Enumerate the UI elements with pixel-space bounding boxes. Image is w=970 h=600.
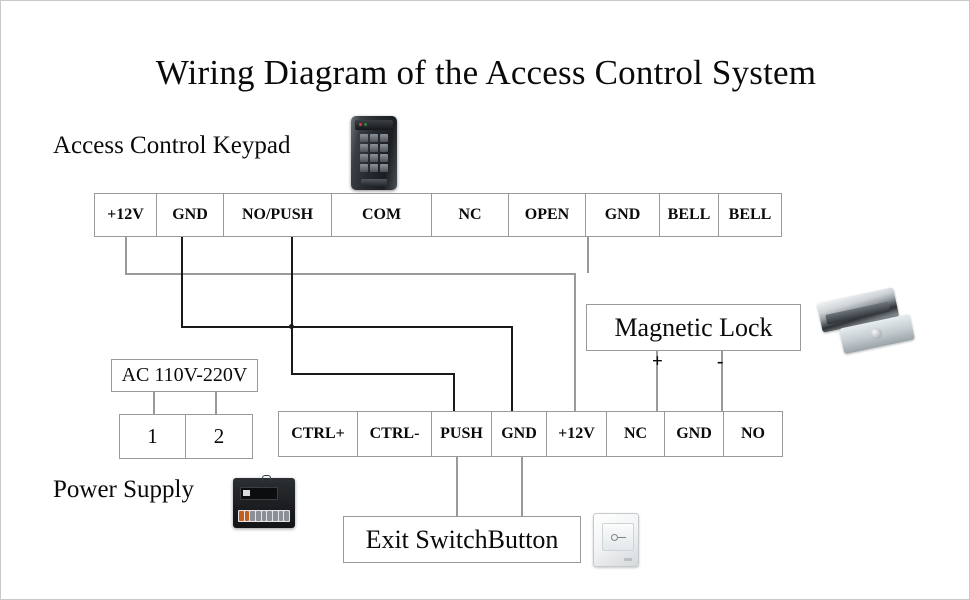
terminal-no-7: NO	[724, 412, 782, 456]
access-control-keypad-icon	[351, 116, 397, 190]
keypad-key	[360, 134, 368, 142]
power-supply-terminal	[244, 511, 250, 521]
terminal-12v-0: +12V	[95, 194, 157, 236]
keypad-keys	[360, 134, 388, 172]
terminal-gnd-3: GND	[492, 412, 547, 456]
wire-junction-node	[289, 324, 294, 329]
wire-maglock-positive	[656, 351, 658, 411]
terminal-nc-5: NC	[607, 412, 665, 456]
wire-push-vertical-down	[453, 373, 455, 411]
terminal-12v-4: +12V	[547, 412, 607, 456]
terminal-bell-7: BELL	[660, 194, 719, 236]
power-supply-icon	[233, 475, 295, 528]
power-supply-handle	[262, 475, 271, 481]
keypad-key	[370, 154, 378, 162]
keypad-key	[370, 164, 378, 172]
wire-12v-vertical-down	[574, 273, 576, 411]
wire-gnd-horizontal	[181, 326, 512, 328]
terminal-push-2: PUSH	[432, 412, 492, 456]
power-supply-terminal	[267, 511, 273, 521]
power-supply-terminal	[261, 511, 267, 521]
wire-gnd-vertical-down	[511, 326, 513, 411]
keypad-key	[360, 164, 368, 172]
keypad-key	[380, 154, 388, 162]
exit-switch-body	[593, 513, 639, 567]
terminal-com-3: COM	[332, 194, 432, 236]
terminal-nc-4: NC	[432, 194, 509, 236]
terminal-gnd-6: GND	[665, 412, 724, 456]
keypad-key	[370, 134, 378, 142]
exit-switch-brand-mark	[624, 558, 632, 561]
magnetic-lock-box: Magnetic Lock	[586, 304, 801, 351]
exit-switch-icon	[593, 513, 639, 567]
maglock-positive-label: +	[652, 351, 663, 372]
key-icon	[611, 534, 626, 541]
power-supply-label: Power Supply	[53, 476, 194, 503]
keypad-led-green-icon	[364, 123, 367, 126]
keypad-led-red-icon	[359, 123, 362, 126]
power-supply-terminal	[273, 511, 278, 521]
maglock-negative-label: -	[717, 351, 724, 372]
terminal-gnd-6: GND	[586, 194, 660, 236]
wire-ac-line-2	[215, 392, 217, 414]
exit-switch-faceplate	[602, 523, 634, 551]
wire-ac-line-1	[153, 392, 155, 414]
ac-terminal-1-0: 1	[120, 415, 186, 458]
power-supply-terminal	[284, 511, 290, 521]
power-supply-terminal	[239, 511, 244, 521]
wire-gnd-vertical-top	[181, 237, 183, 326]
power-supply-terminal	[250, 511, 256, 521]
keypad-key	[360, 144, 368, 152]
keypad-key	[380, 164, 388, 172]
wire-open-vertical	[587, 237, 589, 273]
ac-terminal-2-1: 2	[186, 415, 252, 458]
keypad-key	[380, 144, 388, 152]
power-supply-body	[233, 475, 295, 528]
keypad-bottom-panel	[361, 179, 387, 186]
keypad-key	[360, 154, 368, 162]
keypad-key	[380, 134, 388, 142]
keypad-key	[370, 144, 378, 152]
power-supply-terminal	[278, 511, 284, 521]
ac-input-box: AC 110V-220V	[111, 359, 258, 392]
page-title: Wiring Diagram of the Access Control Sys…	[155, 53, 817, 92]
wire-push-horizontal	[291, 373, 455, 375]
power-supply-terminals	[238, 510, 290, 522]
wire-exit-push	[456, 457, 458, 516]
exit-button-box: Exit SwitchButton	[343, 516, 581, 563]
wire-push-vertical-top	[291, 237, 293, 373]
terminal-ctrl-0: CTRL+	[279, 412, 358, 456]
terminal-ctrl-1: CTRL-	[358, 412, 432, 456]
keypad-label: Access Control Keypad	[53, 132, 291, 159]
power-supply-nameplate	[240, 487, 278, 500]
wire-12v-vertical-top	[125, 237, 127, 273]
terminal-gnd-1: GND	[157, 194, 224, 236]
keypad-top-panel	[355, 120, 393, 130]
power-supply-terminal	[256, 511, 261, 521]
terminal-no-push-2: NO/PUSH	[224, 194, 332, 236]
wire-12v-horizontal	[125, 273, 575, 275]
wire-maglock-negative	[721, 351, 723, 411]
magnetic-lock-icon	[816, 287, 919, 359]
keypad-body	[351, 116, 397, 190]
terminal-open-5: OPEN	[509, 194, 586, 236]
terminal-bell-8: BELL	[719, 194, 781, 236]
wire-exit-gnd	[521, 457, 523, 516]
